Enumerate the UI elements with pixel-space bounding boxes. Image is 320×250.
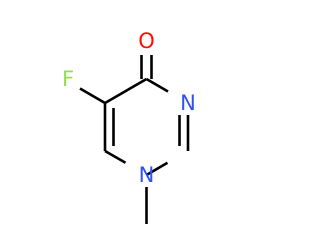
bonds (79, 55, 190, 224)
oxygen-atom-label: O (138, 29, 155, 53)
bond-c6-n1 (104, 149, 127, 164)
bond-c5-f (79, 87, 106, 105)
bond-n1-c2 (145, 161, 169, 177)
fluorine-atom-label: F (62, 67, 74, 91)
molecule-structure-diagram: O F N N (62, 29, 196, 224)
atom-labels: O F N N (62, 29, 196, 187)
bond-c4-c5 (104, 77, 148, 105)
nitrogen-3-atom-label: N (180, 91, 196, 115)
bond-c4-n3 (145, 77, 169, 93)
nitrogen-1-atom-label: N (139, 163, 155, 187)
